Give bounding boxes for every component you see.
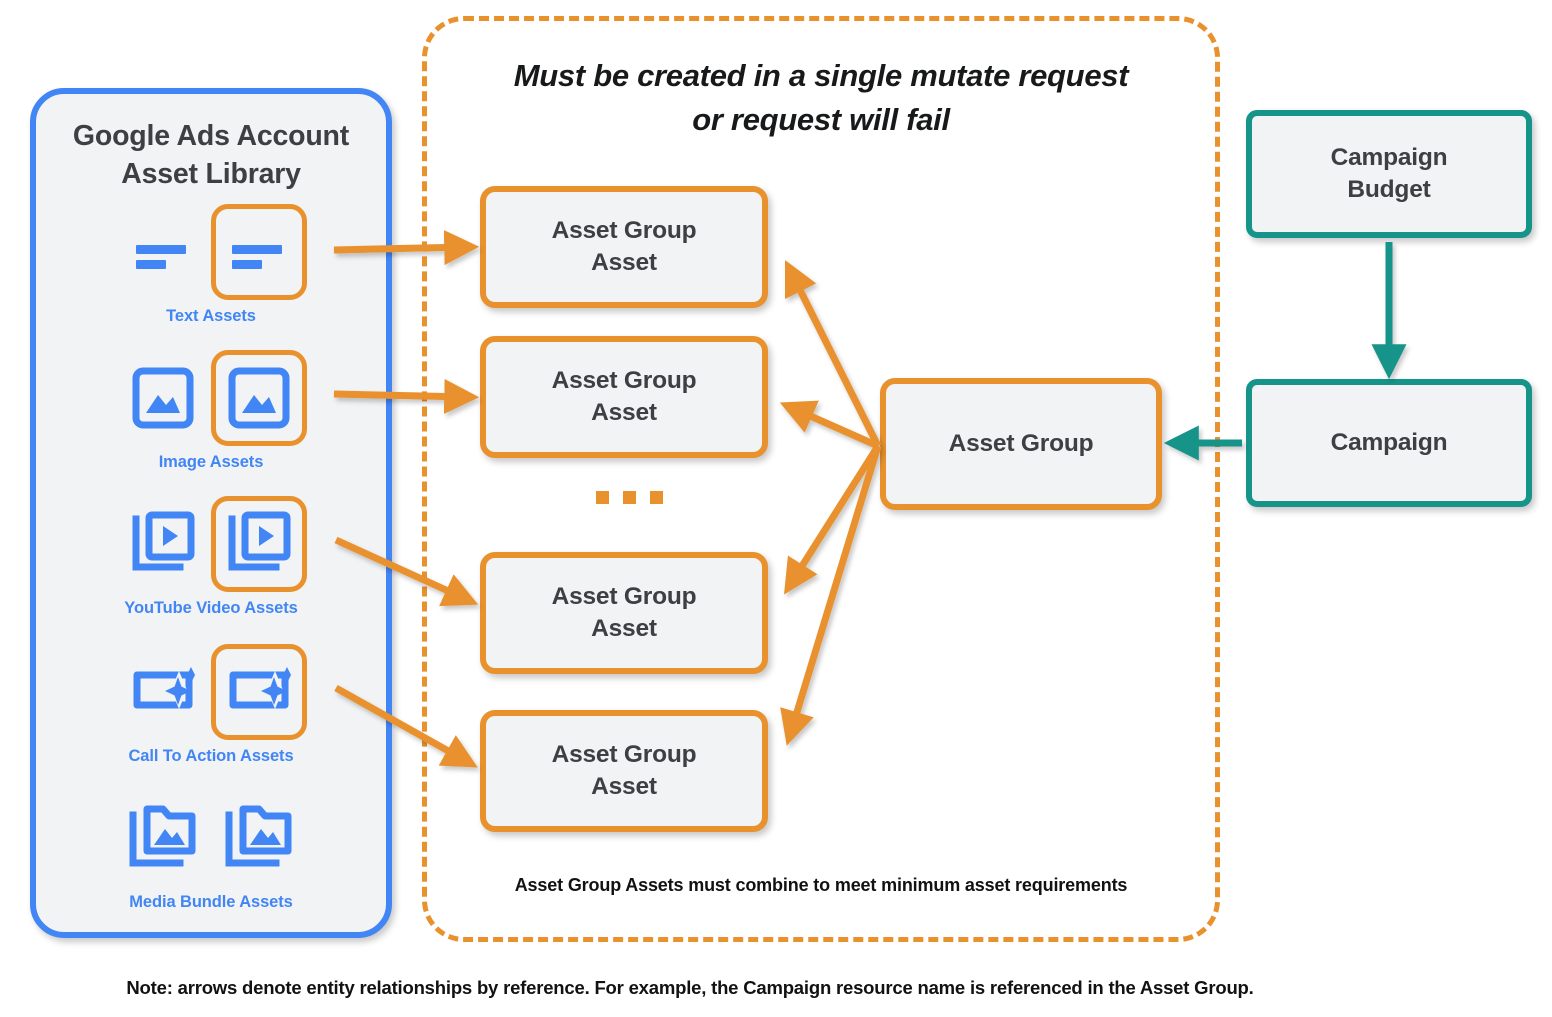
mutate-footnote: Asset Group Assets must combine to meet … <box>514 875 1128 895</box>
library-item-label: Call To Action Assets <box>128 747 294 765</box>
library-item-label: Image Assets <box>158 453 264 471</box>
campaign-budget-label-line-2: Budget <box>1347 176 1431 203</box>
image-icon <box>115 350 211 446</box>
asset-library-panel: Google Ads Account Asset Library <box>30 88 392 938</box>
library-item-youtube-video-assets[interactable]: YouTube Video Assets <box>36 496 386 618</box>
node-label-line-1: Asset Group <box>551 217 697 245</box>
node-label-line-2: Asset <box>591 773 657 800</box>
library-title-line-2: Asset Library <box>121 157 301 190</box>
call-to-action-sparkle-icon <box>115 644 211 740</box>
campaign-label: Campaign <box>1330 429 1448 457</box>
campaign-node[interactable]: Campaign <box>1246 379 1532 507</box>
image-assets-icon-group <box>36 350 386 446</box>
mutate-request-title: Must be created in a single mutate reque… <box>440 54 1202 142</box>
ellipsis-dot <box>650 491 663 504</box>
mutate-request-container <box>422 16 1220 942</box>
ellipsis-dot <box>596 491 609 504</box>
image-icon-selected <box>211 350 307 446</box>
asset-group-label: Asset Group <box>948 430 1094 458</box>
text-assets-icon-group <box>36 204 386 300</box>
node-label-line-2: Asset <box>591 249 657 276</box>
footer-note: Note: arrows denote entity relationships… <box>126 977 1254 998</box>
media-bundle-folder-icon-2 <box>211 790 307 886</box>
call-to-action-sparkle-icon-selected <box>211 644 307 740</box>
cta-assets-icon-group <box>36 644 386 740</box>
mutate-title-line-2: or request will fail <box>692 102 950 138</box>
library-item-image-assets[interactable]: Image Assets <box>36 350 386 472</box>
node-label-line-1: Asset Group <box>551 367 697 395</box>
node-label-line-2: Asset <box>591 399 657 426</box>
media-bundle-icon-group <box>36 790 386 886</box>
library-title: Google Ads Account Asset Library <box>36 118 386 193</box>
video-assets-icon-group <box>36 496 386 592</box>
library-item-label: YouTube Video Assets <box>124 599 298 617</box>
library-item-call-to-action-assets[interactable]: Call To Action Assets <box>36 644 386 766</box>
node-label-line-1: Asset Group <box>551 583 697 611</box>
text-lines-icon <box>115 204 211 300</box>
video-stack-icon-selected <box>211 496 307 592</box>
library-item-label: Media Bundle Assets <box>129 893 293 911</box>
ellipsis-dot <box>623 491 636 504</box>
asset-group-asset-node-3[interactable]: Asset Group Asset <box>480 552 768 674</box>
asset-group-node[interactable]: Asset Group <box>880 378 1162 510</box>
library-item-text-assets[interactable]: Text Assets <box>36 204 386 326</box>
text-lines-icon-selected <box>211 204 307 300</box>
mutate-title-line-1: Must be created in a single mutate reque… <box>513 58 1129 93</box>
ellipsis-indicator <box>596 491 663 504</box>
campaign-budget-node[interactable]: Campaign Budget <box>1246 110 1532 238</box>
asset-group-asset-node-4[interactable]: Asset Group Asset <box>480 710 768 832</box>
library-item-media-bundle-assets[interactable]: Media Bundle Assets <box>36 790 386 912</box>
media-bundle-folder-icon <box>115 790 211 886</box>
node-label-line-1: Asset Group <box>551 741 697 769</box>
library-item-label: Text Assets <box>166 307 256 325</box>
node-label-line-2: Asset <box>591 615 657 642</box>
video-stack-icon <box>115 496 211 592</box>
asset-group-asset-node-1[interactable]: Asset Group Asset <box>480 186 768 308</box>
asset-group-asset-node-2[interactable]: Asset Group Asset <box>480 336 768 458</box>
library-title-line-1: Google Ads Account <box>72 120 350 152</box>
campaign-budget-label-line-1: Campaign <box>1330 144 1448 172</box>
